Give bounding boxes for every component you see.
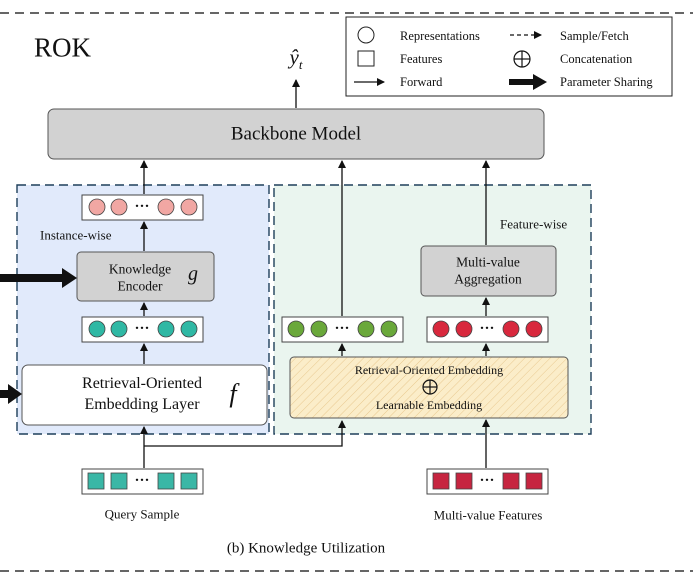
- combined-embedding-line2: Learnable Embedding: [375, 398, 483, 412]
- teal-square: [110, 472, 128, 490]
- ellipsis-query: ···: [134, 472, 150, 489]
- output-subscript: t: [298, 57, 303, 73]
- parameter-sharing-arrow-encoder: [0, 268, 77, 288]
- teal-circle: [157, 320, 175, 338]
- legend-parameter-sharing-arrow-icon: [509, 74, 547, 90]
- knowledge-encoder-symbol: g: [188, 263, 198, 285]
- legend-forward-label: Forward: [400, 74, 443, 89]
- legend-square-icon: [357, 50, 375, 67]
- knowledge-encoder-line2: Encoder: [117, 278, 163, 294]
- red-circle: [432, 320, 450, 338]
- pink-circle: [157, 198, 175, 216]
- retrieval-layer-symbol: f: [229, 379, 237, 408]
- ellipsis-green: ···: [334, 320, 350, 337]
- parameter-sharing-arrow-layer: [0, 384, 22, 404]
- red-circle: [525, 320, 543, 338]
- backbone-model-box: [47, 108, 545, 160]
- red-square: [525, 472, 543, 490]
- retrieval-layer-line2: Embedding Layer: [84, 396, 200, 413]
- legend-circle-icon: [357, 26, 375, 44]
- query-sample-label: Query Sample: [104, 506, 180, 522]
- ellipsis-red: ···: [479, 320, 495, 337]
- pink-circle: [110, 198, 128, 216]
- teal-circle: [88, 320, 106, 338]
- teal-square: [180, 472, 198, 490]
- retrieval-embedding-layer-box: [21, 364, 268, 426]
- knowledge-encoder-box: [76, 251, 215, 302]
- legend-concatenation-label: Concatenation: [560, 51, 633, 66]
- retrieval-layer-line1: Retrieval-Oriented: [82, 375, 202, 392]
- ellipsis-teal: ···: [134, 320, 150, 337]
- pink-circle: [88, 198, 106, 216]
- red-square: [502, 472, 520, 490]
- ellipsis-features: ···: [479, 472, 495, 489]
- backbone-model-label: Backbone Model: [230, 123, 362, 145]
- feature-wise-label: Feature-wise: [500, 216, 568, 232]
- legend-parameter-sharing-label: Parameter Sharing: [560, 74, 653, 89]
- multi-value-aggregation-box: [420, 245, 557, 297]
- aggregation-line1: Multi-value: [456, 254, 520, 270]
- figure-caption: (b) Knowledge Utilization: [226, 540, 386, 557]
- teal-square: [87, 472, 105, 490]
- aggregation-line2: Aggregation: [454, 271, 522, 287]
- diagram-title: ROK: [34, 32, 92, 63]
- green-circle: [287, 320, 305, 338]
- output-label: ŷt: [289, 44, 303, 73]
- multi-value-features-label: Multi-value Features: [433, 507, 543, 523]
- output-symbol: ŷ: [289, 44, 299, 69]
- green-circle: [357, 320, 375, 338]
- red-square: [455, 472, 473, 490]
- teal-circle: [180, 320, 198, 338]
- teal-square: [157, 472, 175, 490]
- combined-embedding-line1: Retrieval-Oriented Embedding: [354, 363, 504, 377]
- teal-circle: [110, 320, 128, 338]
- green-circle: [380, 320, 398, 338]
- legend-features-label: Features: [400, 51, 443, 66]
- arrow-query-to-combined: [144, 420, 346, 447]
- legend-representations-label: Representations: [400, 28, 480, 43]
- knowledge-encoder-line1: Knowledge: [108, 261, 172, 277]
- green-circle: [310, 320, 328, 338]
- legend-sample-fetch-label: Sample/Fetch: [560, 28, 629, 43]
- pink-circle: [180, 198, 198, 216]
- legend-concat-icon: [513, 50, 531, 68]
- concatenation-icon: [422, 379, 438, 395]
- instance-wise-label: Instance-wise: [40, 227, 112, 243]
- ellipsis-pink: ···: [134, 198, 150, 215]
- red-circle: [502, 320, 520, 338]
- red-square: [432, 472, 450, 490]
- red-circle: [455, 320, 473, 338]
